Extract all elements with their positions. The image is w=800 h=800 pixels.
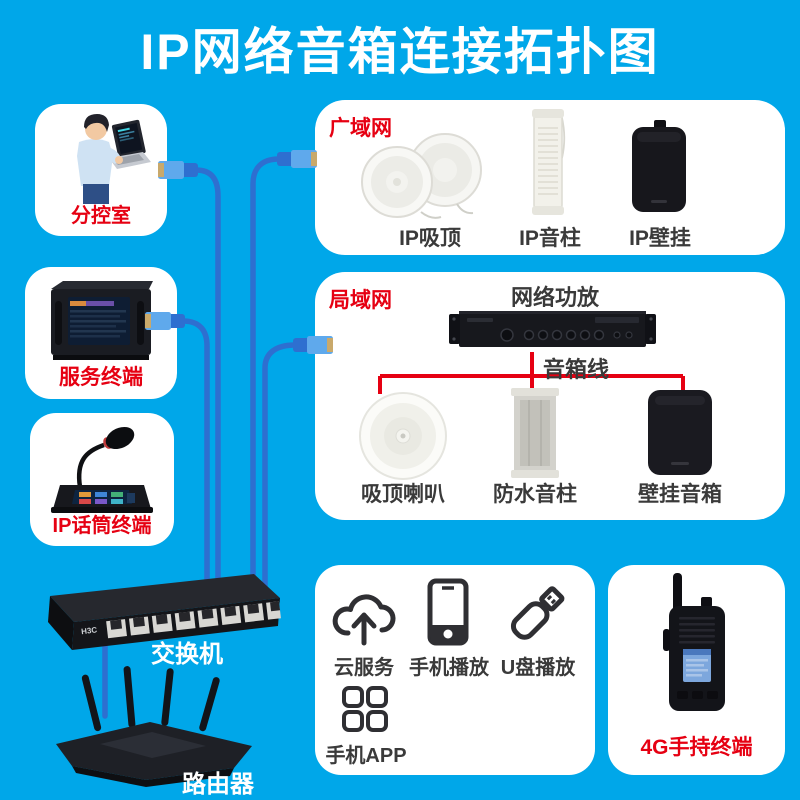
- lan-item-label: 防水音柱: [493, 483, 577, 506]
- app-grid-icon: [342, 686, 388, 732]
- lan-tag: 局域网: [329, 289, 392, 312]
- wan-panel: 广域网 IP吸顶 IP音柱: [315, 100, 785, 255]
- wall-box-speaker-icon: [648, 390, 712, 475]
- server-terminal-card: 服务终端: [25, 267, 177, 399]
- mic-terminal-card: IP话筒终端: [30, 413, 174, 546]
- lan-item-label: 壁挂音箱: [638, 483, 722, 506]
- waterproof-column-speaker-icon: [511, 388, 559, 478]
- control-room-card: 分控室: [35, 104, 167, 236]
- network-switch-icon: H3C: [48, 574, 281, 650]
- mic-terminal-label: IP话筒终端: [52, 515, 152, 537]
- lan-panel: 局域网 网络功放 音箱线: [315, 272, 785, 520]
- cable-server: [180, 318, 210, 593]
- network-switch: H3C: [22, 562, 287, 667]
- page-title: IP网络音箱连接拓扑图: [140, 24, 660, 80]
- source-label: U盘播放: [500, 657, 576, 679]
- cable-control-room: [193, 167, 221, 593]
- wan-item-label: IP吸顶: [399, 227, 461, 250]
- switch-label: 交换机: [151, 641, 223, 668]
- wan-tag: 广域网: [329, 117, 392, 140]
- source-label: 手机播放: [409, 657, 489, 679]
- wall-speaker-icon: [632, 120, 686, 212]
- server-rack-icon: [51, 281, 153, 360]
- smartphone-icon: [427, 578, 469, 646]
- operator-with-laptop-icon: [77, 114, 151, 204]
- paging-microphone-icon: [51, 426, 153, 513]
- amplifier-label: 网络功放: [510, 285, 599, 310]
- wifi-router-icon: [56, 666, 252, 787]
- rj45-connector-icon: [277, 150, 317, 168]
- speaker-wire-label: 音箱线: [543, 357, 610, 382]
- wan-item-label: IP壁挂: [629, 227, 691, 250]
- walkie-talkie-icon: [663, 573, 725, 711]
- cloud-upload-icon: [332, 594, 396, 646]
- ceiling-speaker-icon: [359, 392, 447, 480]
- network-amplifier-icon: [449, 311, 656, 347]
- usb-drive-icon: [510, 586, 565, 640]
- column-speaker-icon: [532, 109, 566, 215]
- ceiling-speaker-pair-icon: [361, 133, 482, 219]
- switch-brand-text: H3C: [81, 625, 98, 636]
- cable-wan: [250, 156, 282, 593]
- server-terminal-label: 服务终端: [59, 366, 143, 389]
- router-label: 路由器: [182, 771, 254, 798]
- control-room-label: 分控室: [71, 205, 131, 227]
- handheld-label: 4G手持终端: [640, 736, 753, 759]
- audio-sources-panel: 云服务 手机播放 U盘播放 手机APP: [315, 565, 595, 775]
- lan-item-label: 吸顶喇叭: [361, 483, 445, 506]
- cable-lan: [262, 342, 298, 593]
- source-label: 云服务: [334, 657, 394, 679]
- handheld-panel: 4G手持终端: [608, 565, 785, 775]
- wan-item-label: IP音柱: [519, 227, 581, 250]
- wifi-router: [38, 666, 268, 795]
- speaker-wire-lines: [378, 352, 685, 394]
- source-label: 手机APP: [325, 745, 407, 767]
